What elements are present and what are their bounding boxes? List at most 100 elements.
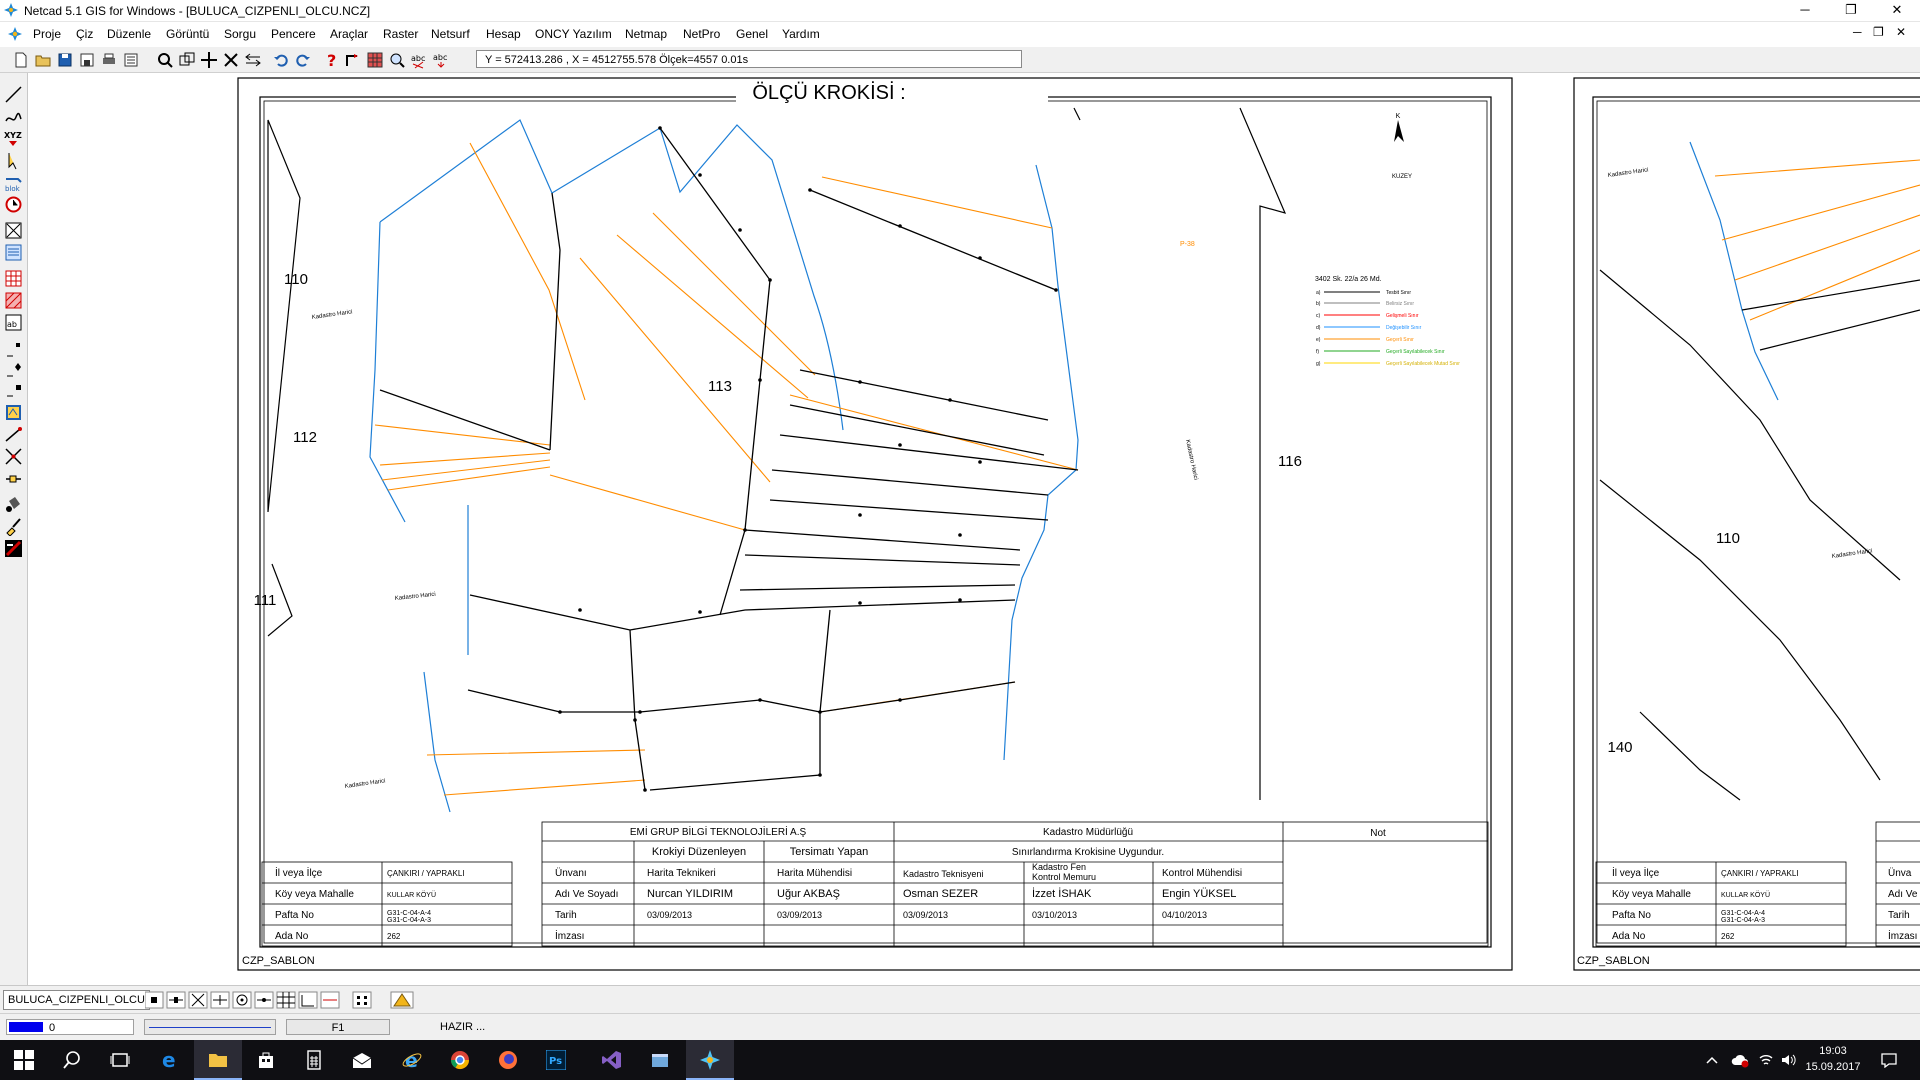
windows-logo-icon [14, 1050, 34, 1070]
menu-proje[interactable]: Proje [33, 27, 62, 41]
corner-tool-icon[interactable] [4, 381, 23, 400]
save-as-icon[interactable] [78, 51, 96, 69]
layer-selector[interactable]: 0 [6, 1019, 134, 1035]
offset-tool-icon[interactable] [4, 469, 23, 488]
wifi-icon[interactable] [1758, 1052, 1774, 1068]
move-icon[interactable] [244, 51, 262, 69]
clock-tool-icon[interactable] [4, 195, 23, 214]
taskbar-visual-studio[interactable] [588, 1040, 636, 1080]
eraser-tool-icon[interactable] [4, 539, 23, 558]
ortho-icon[interactable] [298, 991, 318, 1009]
cloud-sync-icon[interactable] [1731, 1052, 1749, 1068]
taskbar-firefox[interactable] [484, 1040, 532, 1080]
layer-list-icon[interactable] [4, 243, 23, 262]
symbol-tool-icon[interactable] [4, 403, 23, 422]
spell-check-icon[interactable]: abc [410, 51, 428, 69]
menu-yardim[interactable]: Yardım [782, 27, 820, 41]
extend-tool-icon[interactable] [4, 425, 23, 444]
text-box-icon[interactable]: ab [4, 313, 23, 332]
delete-box-icon[interactable] [4, 221, 23, 240]
taskbar-netcad[interactable] [686, 1040, 734, 1080]
print-icon[interactable] [100, 51, 118, 69]
block-tool-icon[interactable]: blok [4, 173, 23, 192]
notification-icon[interactable] [1880, 1052, 1898, 1068]
menu-hesap[interactable]: Hesap [486, 27, 521, 41]
undo-icon[interactable] [272, 51, 290, 69]
document-tab[interactable]: BULUCA_CIZPENLI_OLCU [3, 990, 150, 1010]
drawing-canvas[interactable]: ÖLÇÜ KROKİSİ : [28, 73, 1920, 985]
help-icon[interactable]: ? [322, 51, 340, 69]
text-edit-icon[interactable]: abc [432, 51, 450, 69]
brush-tool-icon[interactable] [4, 517, 23, 536]
line-style-selector[interactable] [144, 1019, 276, 1035]
taskbar-file-explorer[interactable] [194, 1040, 242, 1080]
restore-button[interactable]: ❐ [1845, 2, 1857, 17]
polyline-tool-icon[interactable] [4, 107, 23, 126]
sheet2-map [1599, 141, 1920, 801]
search-icon [63, 1051, 80, 1069]
new-file-icon[interactable] [12, 51, 30, 69]
volume-icon[interactable] [1780, 1052, 1796, 1068]
menu-genel[interactable]: Genel [736, 27, 769, 41]
pan-icon[interactable] [200, 51, 218, 69]
clock-date[interactable]: 15.09.2017 [1805, 1061, 1861, 1073]
save-icon[interactable] [56, 51, 74, 69]
paint-bucket-icon[interactable] [4, 495, 23, 514]
menu-netpro[interactable]: NetPro [683, 27, 721, 41]
clock-time[interactable]: 19:03 [1819, 1045, 1847, 1057]
document-icon[interactable] [7, 26, 23, 42]
point-xyz-icon[interactable]: XYZ [4, 129, 23, 148]
mdi-minimize-button[interactable]: ─ [1853, 25, 1862, 39]
close-button[interactable]: ✕ [1891, 2, 1903, 17]
hatch-fill-icon[interactable] [4, 291, 23, 310]
tray-chevron-icon[interactable] [1705, 1053, 1719, 1067]
menu-pencere[interactable]: Pencere [271, 27, 316, 41]
menu-oncy[interactable]: ONCY Yazılım [535, 27, 612, 41]
mdi-restore-button[interactable]: ❐ [1873, 25, 1884, 39]
menu-goruntu[interactable]: Görüntü [166, 27, 210, 41]
taskbar-internet-explorer[interactable]: e [388, 1040, 436, 1080]
query-zoom-icon[interactable] [388, 51, 406, 69]
taskbar-chrome[interactable] [436, 1040, 484, 1080]
taskbar-photoshop[interactable]: Ps [532, 1040, 580, 1080]
redo-icon[interactable] [294, 51, 312, 69]
hatch-grid-icon[interactable] [4, 269, 23, 288]
snap-settings-icon[interactable] [352, 991, 372, 1009]
start-button[interactable] [0, 1040, 48, 1080]
taskbar-store[interactable] [242, 1040, 290, 1080]
road-label: Kadastro Harici [1607, 167, 1648, 179]
edge-icon: e [162, 1050, 176, 1070]
layers-icon[interactable] [122, 51, 140, 69]
menu-duzenle[interactable]: Düzenle [107, 27, 152, 41]
road-label: Kadastro Harici [1831, 548, 1872, 560]
node-tool-icon[interactable] [4, 341, 23, 360]
grid-snap-icon[interactable] [276, 991, 296, 1009]
minimize-button[interactable]: ─ [1800, 2, 1810, 17]
zoom-window-icon[interactable] [178, 51, 196, 69]
line-tool-icon[interactable] [4, 85, 23, 104]
open-folder-icon[interactable] [34, 51, 52, 69]
grid-icon[interactable] [366, 51, 384, 69]
template-label: CZP_SABLON [242, 955, 315, 967]
photoshop-icon: Ps [546, 1050, 566, 1070]
menu-sorgu[interactable]: Sorgu [224, 27, 257, 41]
taskbar-mail[interactable] [338, 1040, 386, 1080]
trim-tool-icon[interactable] [4, 447, 23, 466]
menu-ciz[interactable]: Çiz [76, 27, 94, 41]
measure-icon[interactable] [344, 51, 362, 69]
menu-netmap[interactable]: Netmap [625, 27, 668, 41]
task-view-button[interactable] [96, 1040, 144, 1080]
menu-raster[interactable]: Raster [383, 27, 419, 41]
cross-select-icon[interactable] [222, 51, 240, 69]
sheet-outer-frame [237, 77, 1513, 971]
taskbar-edge[interactable]: e [146, 1040, 194, 1080]
mdi-close-button[interactable]: ✕ [1896, 25, 1907, 39]
menu-araclar[interactable]: Araçlar [330, 27, 369, 41]
point-edit-icon[interactable] [4, 151, 23, 170]
vertex-tool-icon[interactable] [4, 361, 23, 380]
menu-netsurf[interactable]: Netsurf [431, 27, 470, 41]
zoom-icon[interactable] [156, 51, 174, 69]
taskbar-app[interactable] [636, 1040, 684, 1080]
taskbar-calculator[interactable] [290, 1040, 338, 1080]
search-button[interactable] [48, 1040, 96, 1080]
